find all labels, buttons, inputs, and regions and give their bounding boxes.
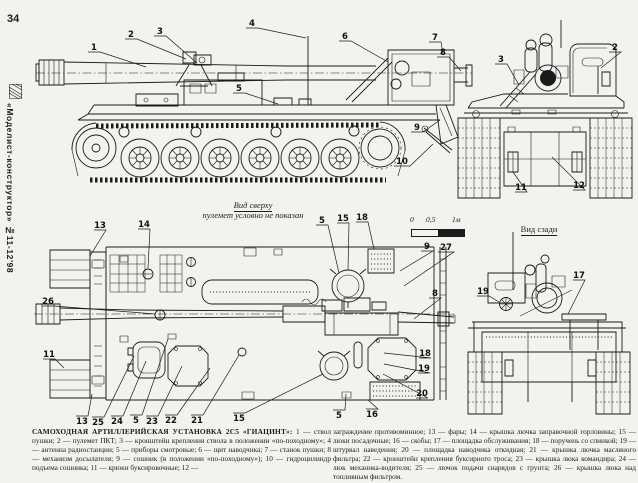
callout-number: 8 [432, 289, 438, 299]
callout-number: 19 [477, 287, 489, 297]
top-view-caption-title: Вид сверху [233, 200, 273, 212]
top-view-caption: Вид сверху пулемет условно не показан [140, 200, 366, 220]
callout-number: 5 [319, 216, 325, 226]
legend-title: САМОХОДНАЯ АРТИЛЛЕРИЙСКАЯ УСТАНОВКА 2С5 … [32, 427, 293, 436]
side-gun-mount [346, 50, 472, 105]
callout-number: 2 [612, 43, 618, 53]
callout-number: 9 [424, 242, 430, 252]
rear-view-drawing: 19 17 [450, 226, 638, 432]
rear-view-caption: Вид сзади [504, 224, 574, 236]
callout-number: 14 [138, 220, 150, 230]
front-tracks [458, 118, 632, 198]
front-shield [570, 44, 616, 96]
callout-number: 9 [414, 123, 420, 133]
scale-tick-05: 0,5 [426, 215, 436, 224]
front-callouts: 3 2 11 12 [495, 43, 621, 193]
callout-number: 11 [515, 183, 527, 193]
front-view-drawing: 3 2 11 12 [452, 14, 638, 198]
top-platforms [368, 249, 420, 400]
legend-right-text: заграждение противоминное; 13 — фары; 14… [333, 427, 636, 481]
callout-number: 13 [76, 417, 88, 427]
sidebar-strip: 34 «Моделист-конструктор» №11-12'98 [0, 0, 30, 483]
top-gun-mount [302, 298, 455, 335]
side-hull [78, 36, 440, 120]
callout-number: 10 [396, 157, 408, 167]
callout-number: 22 [165, 416, 177, 426]
top-view-drawing: 13 14 5 15 18 26 11 9 27 8 18 19 20 13 2… [34, 213, 458, 428]
callout-number: 3 [498, 55, 504, 65]
callout-number: 12 [573, 181, 585, 191]
scale-bar-rule [411, 229, 465, 237]
scale-bar: 0 0,5 1м [406, 215, 468, 239]
side-running-gear [72, 122, 405, 180]
callout-number: 15 [233, 414, 245, 424]
side-gun-barrel [36, 60, 472, 85]
callout-number: 18 [356, 213, 368, 223]
callout-number: 23 [146, 417, 158, 427]
rear-hull [468, 322, 626, 402]
callout-number: 11 [43, 350, 55, 360]
top-callouts: 13 14 5 15 18 26 11 9 27 8 18 19 20 13 2… [42, 213, 454, 428]
callout-number: 13 [94, 221, 106, 231]
magazine-title: «Моделист-конструктор» №11-12'98 [5, 103, 15, 274]
side-callouts: 1 2 3 4 5 6 7 8 9 10 [88, 19, 461, 167]
rear-superstructure [488, 255, 606, 350]
callout-number: 25 [92, 418, 104, 428]
scale-tick-0: 0 [410, 215, 414, 224]
top-engine-deck [110, 255, 318, 320]
callout-number: 4 [249, 19, 255, 29]
callout-number: 8 [440, 48, 446, 58]
callout-number: 5 [336, 411, 342, 421]
rear-callouts: 19 17 [477, 271, 585, 314]
callout-number: 3 [157, 27, 163, 37]
callout-number: 20 [416, 389, 428, 399]
callout-number: 17 [573, 271, 585, 281]
front-hull [458, 94, 632, 118]
callout-number: 5 [236, 84, 242, 94]
legend-left-text: 1 — ствол пушки; 2 — пулемет ПКТ; 3 — кр… [32, 427, 331, 472]
callout-number: 1 [91, 43, 97, 53]
side-view-drawing: 1 2 3 4 5 6 7 8 9 10 [36, 19, 476, 200]
top-hatches [128, 269, 366, 398]
callout-number: 27 [440, 243, 452, 253]
legend-left-column: САМОХОДНАЯ АРТИЛЛЕРИЙСКАЯ УСТАНОВКА 2С5 … [32, 427, 331, 472]
callout-number: 2 [128, 30, 134, 40]
magazine-logo-icon [9, 84, 22, 99]
callout-number: 19 [418, 364, 430, 374]
callout-number: 16 [366, 410, 378, 420]
scale-bar-filled-half [438, 230, 464, 236]
page-number: 34 [7, 13, 20, 25]
callout-number: 7 [432, 33, 438, 43]
scale-tick-1m: 1м [452, 215, 461, 224]
rear-view-caption-title: Вид сзади [520, 224, 558, 236]
callout-number: 26 [42, 297, 54, 307]
legend-right-column: заграждение противоминное; 13 — фары; 14… [333, 427, 636, 481]
callout-number: 15 [337, 214, 349, 224]
callout-number: 5 [133, 416, 139, 426]
callout-number: 6 [342, 32, 348, 42]
callout-number: 21 [191, 416, 203, 426]
callout-number: 24 [111, 417, 123, 427]
rear-tracks [468, 352, 630, 414]
callout-number: 18 [419, 349, 431, 359]
front-gun-mass [500, 34, 568, 108]
top-hull [50, 247, 446, 400]
top-view-caption-subtitle: пулемет условно не показан [202, 210, 304, 220]
